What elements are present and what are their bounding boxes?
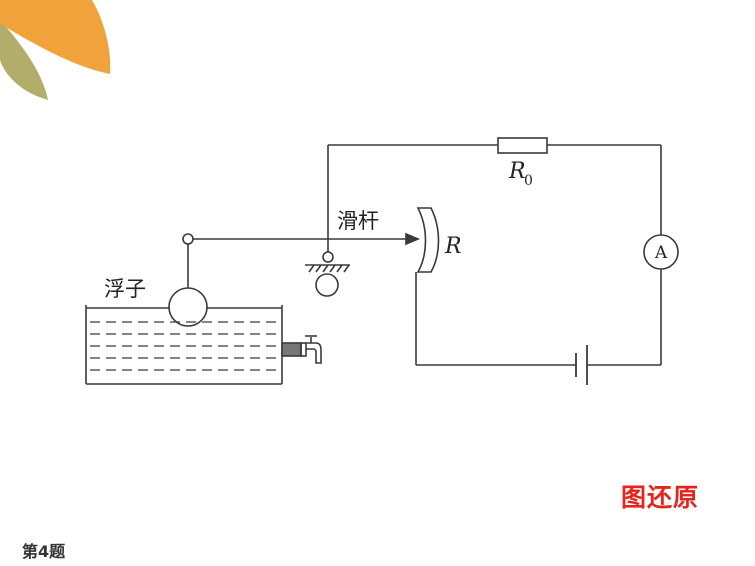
leaf-olive: [0, 20, 48, 100]
slider-rod-label: 滑杆: [337, 209, 379, 233]
resistor-r0-letter: R: [508, 159, 526, 184]
counterweight: [315, 273, 339, 297]
slider-arrowhead: [405, 232, 421, 246]
water-tap-icon: [281, 335, 322, 364]
leaf-orange: [0, 0, 111, 74]
floater-ball: [168, 287, 208, 327]
floater-label: 浮子: [104, 277, 146, 301]
restore-figure-link[interactable]: 图还原: [621, 483, 700, 512]
fulcrum-support: [305, 145, 350, 297]
battery-icon: [575, 345, 588, 385]
problem-number-label: 第4题: [22, 542, 66, 561]
ammeter-icon: [643, 234, 679, 270]
circuit-wires: [328, 144, 662, 366]
leaf-decoration: [0, 0, 111, 100]
ammeter-letter: A: [654, 243, 668, 263]
rod-pivot-joint: [182, 233, 194, 245]
fixed-resistor-r0: [497, 137, 548, 154]
rheostat-r: [416, 207, 440, 273]
water-tank: [85, 305, 283, 385]
resistor-r0-subscript: 0: [524, 173, 533, 189]
rheostat-label: R: [444, 234, 462, 259]
water-dashes: [90, 321, 280, 371]
